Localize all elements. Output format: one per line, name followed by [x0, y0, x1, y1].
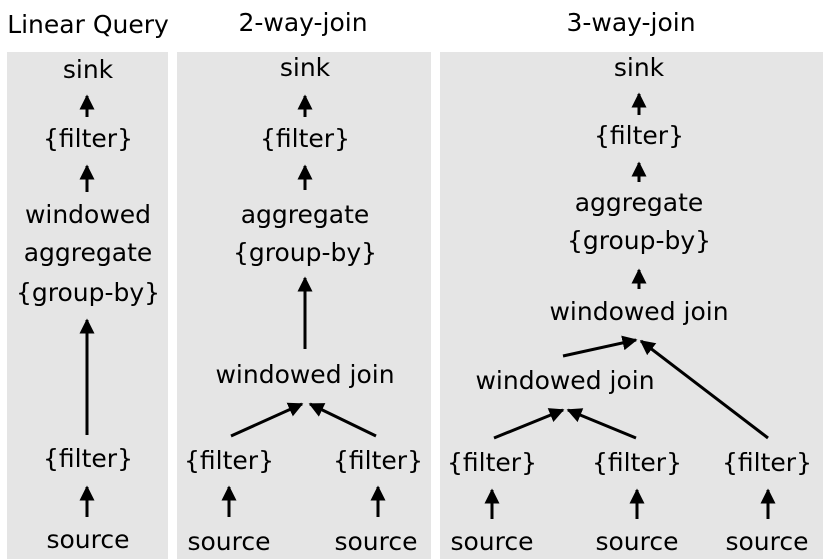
2w-filter-top-node: {filter}	[260, 124, 350, 153]
3w-source-1-node: source	[450, 527, 534, 556]
3w-filter-top-node: {filter}	[594, 121, 684, 150]
2w-agg-line1: aggregate	[240, 200, 370, 229]
linear-source-node: source	[46, 525, 130, 554]
linear-agg-line1: windowed	[24, 200, 152, 229]
3w-filter-3-node: {filter}	[722, 448, 812, 477]
2w-source-left-node: source	[187, 527, 271, 556]
2w-source-right-node: source	[334, 527, 418, 556]
linear-agg-line3: {group-by}	[15, 278, 161, 307]
arrow-2w-filter-left-join	[230, 402, 304, 438]
arrow-3w-filter2-joinlower	[566, 408, 637, 440]
2w-filter-right-node: {filter}	[333, 446, 423, 475]
two-way-join-title: 2-way-join	[238, 8, 368, 37]
linear-filter-top-node: {filter}	[43, 124, 133, 153]
3w-source-2-node: source	[595, 527, 679, 556]
2w-agg-line2: {group-by}	[232, 238, 378, 267]
2w-sink-node: sink	[279, 53, 331, 82]
3w-sink-node: sink	[613, 53, 665, 82]
3w-agg-line1: aggregate	[574, 188, 704, 217]
three-way-join-panel	[440, 52, 823, 559]
3w-join-lower-node: windowed join	[475, 366, 655, 395]
2w-filter-left-node: {filter}	[184, 446, 274, 475]
arrow-3w-filter3-joinupper	[639, 339, 769, 440]
3w-join-upper-node: windowed join	[549, 297, 729, 326]
linear-query-panel	[7, 52, 168, 559]
linear-filter-bottom-node: {filter}	[43, 444, 133, 473]
arrow-3w-filter1-joinlower	[493, 408, 565, 440]
2w-join-node: windowed join	[215, 360, 395, 389]
arrow-3w-joinlower-joinupper	[562, 335, 638, 358]
linear-agg-line2: aggregate	[23, 238, 153, 267]
3w-source-3-node: source	[725, 527, 809, 556]
linear-query-title: Linear Query	[7, 10, 169, 39]
arrow-2w-filter-right-join	[308, 402, 377, 438]
linear-sink-node: sink	[62, 55, 114, 84]
3w-filter-1-node: {filter}	[447, 448, 537, 477]
3w-agg-line2: {group-by}	[566, 226, 712, 255]
3w-filter-2-node: {filter}	[592, 448, 682, 477]
three-way-join-title: 3-way-join	[566, 8, 696, 37]
